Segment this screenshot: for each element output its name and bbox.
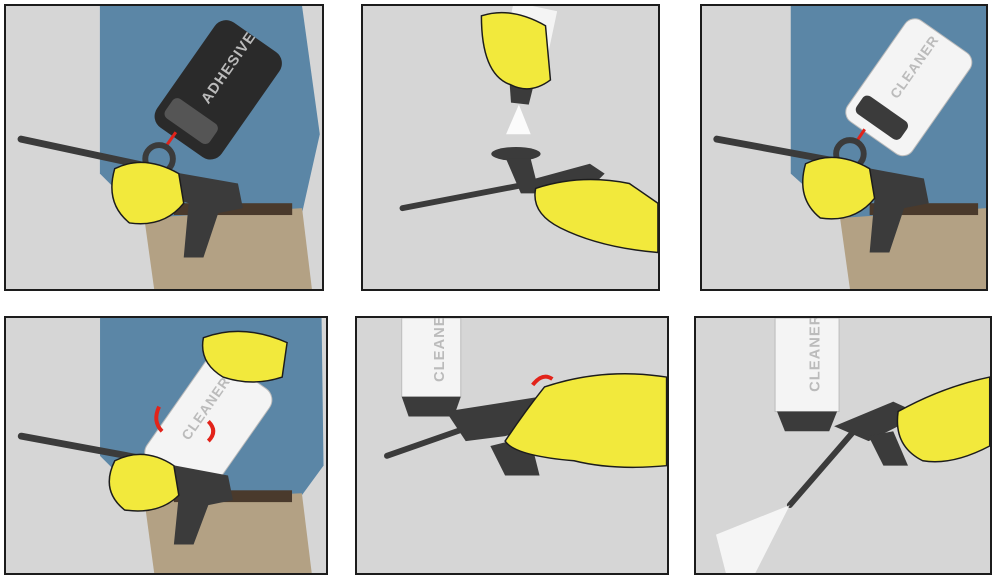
step-6-panel: CLEANER	[694, 316, 992, 575]
step-2-illustration	[363, 6, 658, 289]
glove-icon	[897, 377, 989, 462]
can-icon: CLEANER	[402, 318, 461, 416]
step-3-panel: CLEANER	[700, 4, 988, 291]
spray-icon	[716, 505, 790, 573]
step-3-illustration: CLEANER	[702, 6, 986, 289]
can-icon: CLEANER	[775, 318, 839, 431]
step-2-panel	[361, 4, 660, 291]
step-4-panel: CLEANER	[4, 316, 328, 575]
glove-icon	[803, 157, 875, 218]
rotate-arrow-icon	[533, 377, 553, 385]
step-1-illustration: ADHESIVE	[6, 6, 322, 289]
step-6-illustration: CLEANER	[696, 318, 990, 573]
glove-icon	[505, 374, 666, 468]
can-label: CLEANER	[807, 318, 823, 392]
can-label: CLEANER	[432, 318, 448, 382]
step-4-illustration: CLEANER	[6, 318, 326, 573]
glove-icon	[112, 162, 184, 223]
step-1-panel: ADHESIVE	[4, 4, 324, 291]
glove-icon	[481, 13, 550, 89]
step-5-panel: CLEANER	[355, 316, 669, 575]
step-5-illustration: CLEANER	[357, 318, 667, 573]
glove-icon	[109, 454, 179, 511]
spray-icon	[506, 105, 531, 135]
glove-icon	[535, 180, 658, 253]
